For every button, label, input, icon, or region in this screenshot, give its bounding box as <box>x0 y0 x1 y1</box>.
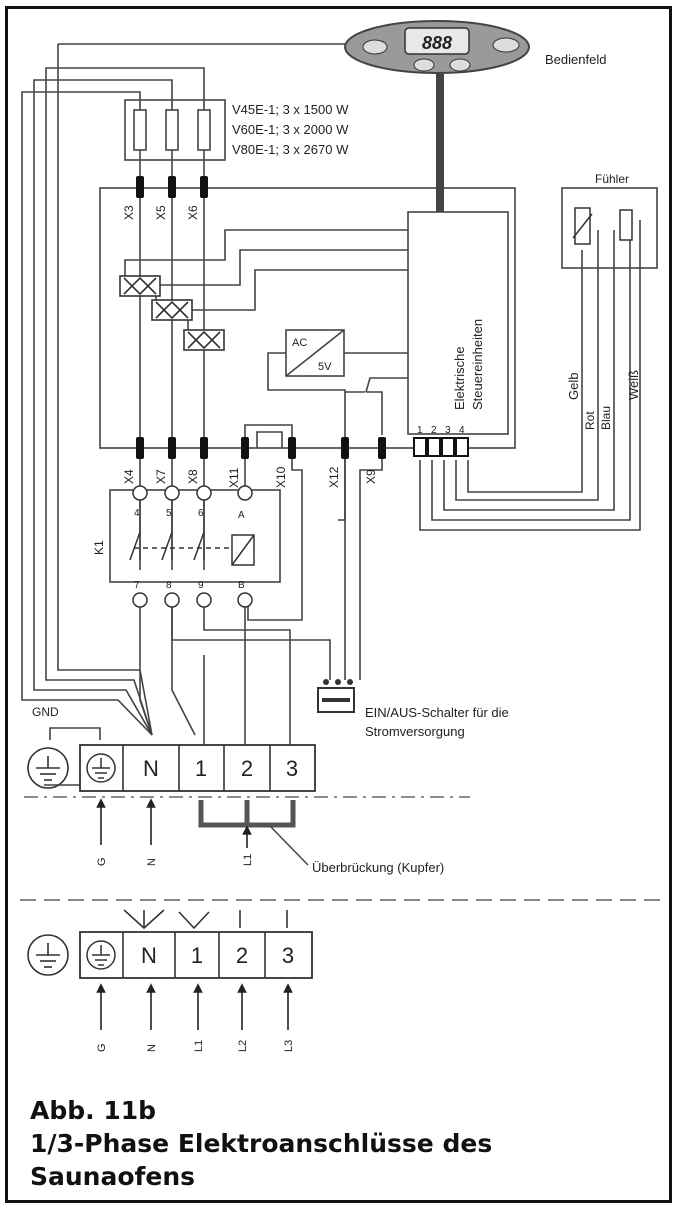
control-unit-connector <box>413 437 469 457</box>
terminal-n-3ph: N <box>141 943 157 968</box>
terminal-label-x4: X4 <box>122 469 136 484</box>
wire-color-gelb: Gelb <box>566 373 581 400</box>
triacs <box>119 275 225 351</box>
control-panel-label: Bedienfeld <box>545 52 606 67</box>
control-panel-display-digits: 888 <box>422 33 452 53</box>
contactor-pin-9: 9 <box>198 580 204 591</box>
main-wiring <box>21 43 658 786</box>
terminal-label-x8: X8 <box>186 469 200 484</box>
switch-label-line2: Stromversorgung <box>365 724 465 739</box>
ground-earth-icon <box>27 747 69 789</box>
panel-menu-button[interactable] <box>492 37 520 53</box>
switch-label-line1: EIN/AUS-Schalter für die <box>365 705 509 720</box>
terminal-pins <box>136 176 386 459</box>
contactor-pin-a: A <box>238 510 245 521</box>
input-l3-3ph: L3 <box>283 1040 295 1052</box>
panel-power-button[interactable] <box>362 39 388 55</box>
contactor-pin-4: 4 <box>134 508 140 519</box>
input-l1-1ph: L1 <box>242 854 254 866</box>
single-phase-input-labels: G N L1 <box>96 854 254 866</box>
terminal-2: 2 <box>241 756 253 781</box>
power-supply-labels: AC 5V <box>292 337 332 373</box>
contactor-pin-7: 7 <box>134 580 140 591</box>
control-pin-3: 3 <box>445 425 451 436</box>
on-off-switch[interactable] <box>317 679 355 713</box>
terminal-label-x9: X9 <box>364 469 378 484</box>
switch-labels: EIN/AUS-Schalter für die Stromversorgung <box>365 705 509 739</box>
terminal-labels-bottom: X4 X7 X8 X11 X10 X12 X9 <box>122 466 378 488</box>
figure-caption-number: Abb. 11b <box>30 1096 157 1125</box>
triac-3 <box>183 329 225 351</box>
terminal-block-single-phase <box>24 744 470 866</box>
heater-rating-v45: V45E-1; 3 x 1500 W <box>232 102 349 117</box>
wire-color-rot: Rot <box>583 411 597 430</box>
control-unit-label-2: Steuereinheiten <box>470 319 485 410</box>
terminal-3-3ph: 3 <box>282 943 294 968</box>
control-panel: 888 Bedienfeld <box>344 20 606 74</box>
wire-color-blau: Blau <box>599 406 613 430</box>
terminal-label-x6: X6 <box>186 205 200 220</box>
terminal-label-x10: X10 <box>274 466 288 488</box>
input-g-3ph: G <box>96 1043 108 1052</box>
contactor-pin-8: 8 <box>166 580 172 591</box>
control-pin-2: 2 <box>431 425 437 436</box>
terminal-block-labels-1ph: N 1 2 3 <box>143 756 298 781</box>
contactor-pins <box>132 485 253 608</box>
terminal-1: 1 <box>195 756 207 781</box>
heater-ratings: V45E-1; 3 x 1500 W V60E-1; 3 x 2000 W V8… <box>232 102 349 157</box>
terminal-3: 3 <box>286 756 298 781</box>
contactor-pin-5: 5 <box>166 508 172 519</box>
terminal-ground-icon-3ph <box>86 940 116 970</box>
bridge-label: Überbrückung (Kupfer) <box>312 860 444 875</box>
wire-color-weiss: Weiß <box>626 370 641 400</box>
terminal-n: N <box>143 756 159 781</box>
contactor-pin-6: 6 <box>198 508 204 519</box>
figure-caption-subtitle: Saunaofens <box>30 1162 196 1191</box>
control-pin-4: 4 <box>459 425 465 436</box>
ground-earth-icon-3ph <box>27 934 69 976</box>
terminal-label-x12: X12 <box>327 466 341 488</box>
terminal-label-x7: X7 <box>154 469 168 484</box>
triac-1 <box>119 275 161 297</box>
terminal-2-3ph: 2 <box>236 943 248 968</box>
terminal-label-x11: X11 <box>227 467 241 488</box>
figure-caption-title: 1/3-Phase Elektroanschlüsse des <box>30 1129 493 1158</box>
control-unit-labels: Elektrische Steuereinheiten 1 2 3 4 <box>417 319 485 436</box>
panel-minus-button[interactable] <box>413 58 435 72</box>
heater-rating-v80: V80E-1; 3 x 2670 W <box>232 142 349 157</box>
sensor-label: Fühler <box>595 172 629 186</box>
input-l2-3ph: L2 <box>237 1040 249 1052</box>
ground-label: GND <box>32 705 59 719</box>
terminal-label-x3: X3 <box>122 205 136 220</box>
sensor-elements <box>572 207 633 245</box>
terminal-label-x5: X5 <box>154 205 168 220</box>
terminal-block-labels-3ph: N 1 2 3 <box>141 943 294 968</box>
input-g-1ph: G <box>96 857 108 866</box>
control-unit-label-1: Elektrische <box>452 346 467 410</box>
terminal-block-three-phase <box>20 899 665 1030</box>
contactor-label: K1 <box>92 540 106 555</box>
triac-2 <box>151 299 193 321</box>
panel-plus-button[interactable] <box>449 58 471 72</box>
contactor-labels: K1 4 5 6 A 7 8 9 B <box>92 508 245 591</box>
control-panel-display <box>404 27 470 55</box>
input-l1-3ph: L1 <box>193 1040 205 1052</box>
diagram-frame <box>5 6 672 1203</box>
three-phase-input-labels: G N L1 L2 L3 <box>96 1040 295 1052</box>
power-supply-dc-label: 5V <box>318 361 332 373</box>
terminal-1-3ph: 1 <box>191 943 203 968</box>
contactor-pin-b: B <box>238 580 245 591</box>
resistor-icon <box>619 209 633 241</box>
terminal-ground-icon <box>86 753 116 783</box>
contactor-switches <box>129 531 255 566</box>
power-supply-ac-label: AC <box>292 337 307 349</box>
sensor-labels: Fühler Gelb Rot Blau Weiß <box>566 172 641 430</box>
heater-rating-v60: V60E-1; 3 x 2000 W <box>232 122 349 137</box>
terminal-labels-top: X3 X5 X6 <box>122 205 200 220</box>
input-n-3ph: N <box>146 1044 158 1052</box>
input-n-1ph: N <box>146 858 158 866</box>
control-pin-1: 1 <box>417 425 423 436</box>
